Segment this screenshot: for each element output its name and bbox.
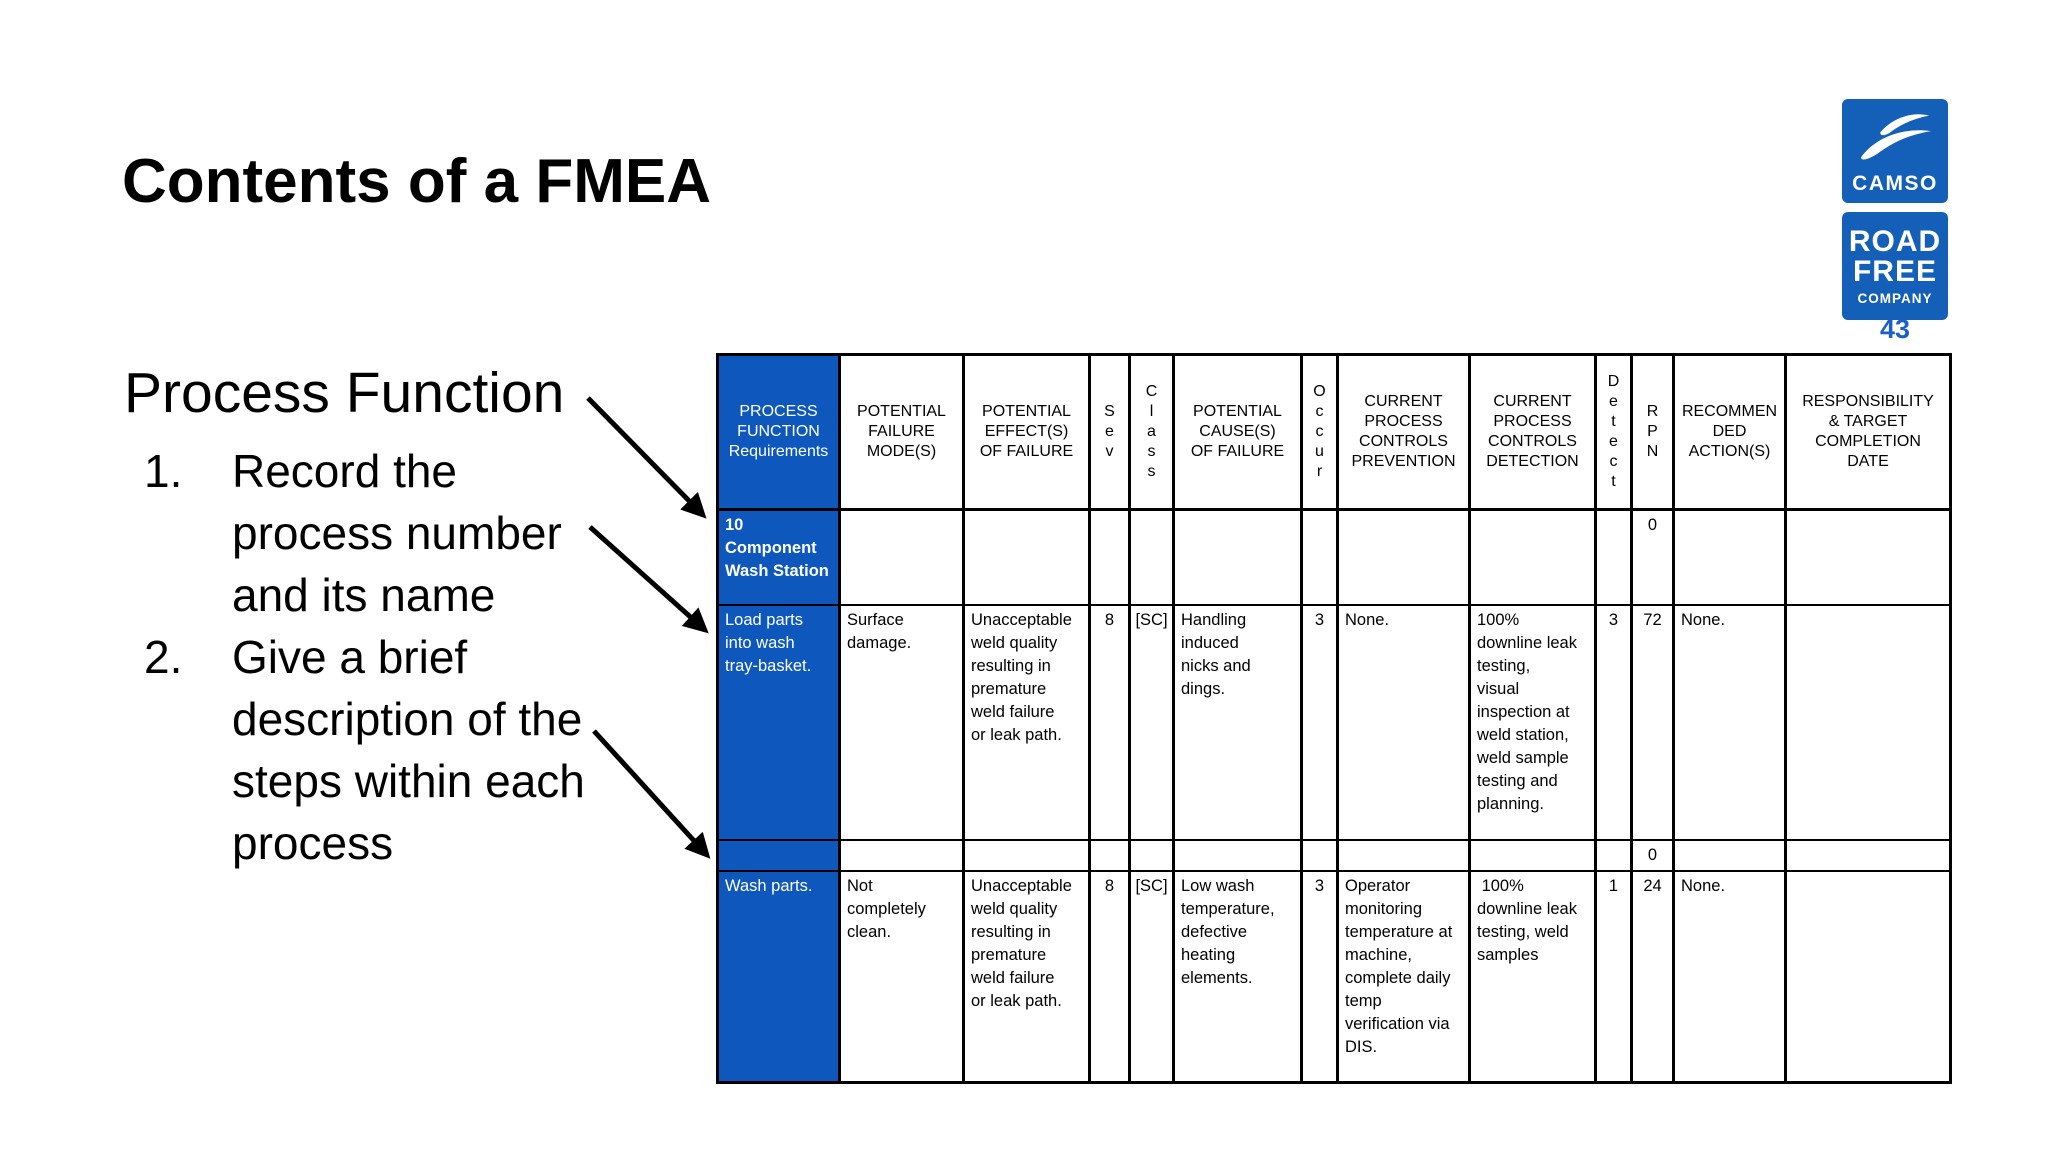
table-cell-r2-c6: Handling induced nicks and dings. bbox=[1172, 603, 1303, 841]
table-cell-r1-c6 bbox=[1172, 508, 1303, 606]
table-cell-r4-c7: 3 bbox=[1300, 869, 1339, 1084]
table-cell-r1-c12 bbox=[1672, 508, 1787, 606]
table-cell-r1-c13 bbox=[1784, 508, 1952, 606]
camso-brand-text: CAMSO bbox=[1852, 172, 1938, 195]
table-header-cell-4: C l a s s bbox=[1128, 353, 1175, 511]
table-cell-r2-c1: Load parts into wash tray-basket. bbox=[716, 603, 841, 841]
table-header-cell-6: O c c u r bbox=[1300, 353, 1339, 511]
table-row-4: Wash parts.Not completely clean.Unaccept… bbox=[716, 869, 1952, 1084]
table-cell-r3-c2 bbox=[838, 838, 965, 872]
table-cell-r4-c6: Low wash temperature, defective heating … bbox=[1172, 869, 1303, 1084]
table-header-cell-12: RESPONSIBILITY & TARGET COMPLETION DATE bbox=[1784, 353, 1952, 511]
table-row-3: 0 bbox=[716, 838, 1952, 872]
table-header-cell-10: R P N bbox=[1630, 353, 1675, 511]
table-cell-r3-c12 bbox=[1672, 838, 1787, 872]
table-cell-r2-c3: Unacceptable weld quality resulting in p… bbox=[962, 603, 1091, 841]
table-header-cell-11: RECOMMEN DED ACTION(S) bbox=[1672, 353, 1787, 511]
table-header-cell-8: CURRENT PROCESS CONTROLS DETECTION bbox=[1468, 353, 1597, 511]
camso-swoosh-icon bbox=[1860, 114, 1931, 160]
table-cell-r2-c4: 8 bbox=[1088, 603, 1131, 841]
table-cell-r3-c3 bbox=[962, 838, 1091, 872]
table-cell-r3-c7 bbox=[1300, 838, 1339, 872]
table-cell-r4-c12: None. bbox=[1672, 869, 1787, 1084]
table-cell-r3-c8 bbox=[1336, 838, 1471, 872]
table-cell-r4-c9: 100% downline leak testing, weld samples bbox=[1468, 869, 1597, 1084]
table-cell-r2-c2: Surface damage. bbox=[838, 603, 965, 841]
table-header-cell-7: CURRENT PROCESS CONTROLS PREVENTION bbox=[1336, 353, 1471, 511]
table-cell-r4-c13 bbox=[1784, 869, 1952, 1084]
list-item-text: Record the process number and its name bbox=[232, 445, 562, 621]
table-cell-r4-c1: Wash parts. bbox=[716, 869, 841, 1084]
table-cell-r3-c6 bbox=[1172, 838, 1303, 872]
table-cell-r2-c11: 72 bbox=[1630, 603, 1675, 841]
table-cell-r4-c11: 24 bbox=[1630, 869, 1675, 1084]
page-number: 43 bbox=[1879, 314, 1911, 344]
table-header-cell-0: PROCESS FUNCTION Requirements bbox=[716, 353, 841, 511]
table-cell-r2-c13 bbox=[1784, 603, 1952, 841]
badge-line-company: COMPANY bbox=[1857, 290, 1933, 306]
road-free-company-badge: ROAD FREE COMPANY bbox=[1842, 212, 1948, 320]
table-cell-r4-c5: [SC] bbox=[1128, 869, 1175, 1084]
table-cell-r3-c13 bbox=[1784, 838, 1952, 872]
table-cell-r3-c10 bbox=[1594, 838, 1633, 872]
table-cell-r3-c5 bbox=[1128, 838, 1175, 872]
table-header-cell-9: D e t e c t bbox=[1594, 353, 1633, 511]
table-cell-r3-c11: 0 bbox=[1630, 838, 1675, 872]
list-item-number: 1. bbox=[144, 445, 183, 497]
table-header-cell-2: POTENTIAL EFFECT(S) OF FAILURE bbox=[962, 353, 1091, 511]
table-cell-r2-c5: [SC] bbox=[1128, 603, 1175, 841]
table-cell-r4-c3: Unacceptable weld quality resulting in p… bbox=[962, 869, 1091, 1084]
table-cell-r2-c10: 3 bbox=[1594, 603, 1633, 841]
table-cell-r1-c4 bbox=[1088, 508, 1131, 606]
table-cell-r1-c3 bbox=[962, 508, 1091, 606]
table-cell-r1-c2 bbox=[838, 508, 965, 606]
table-cell-r4-c10: 1 bbox=[1594, 869, 1633, 1084]
table-cell-r4-c4: 8 bbox=[1088, 869, 1131, 1084]
table-cell-r2-c12: None. bbox=[1672, 603, 1787, 841]
camso-logo-box: CAMSO bbox=[1842, 99, 1948, 203]
table-row-2: Load parts into wash tray-basket.Surface… bbox=[716, 603, 1952, 841]
table-cell-r4-c8: Operator monitoring temperature at machi… bbox=[1336, 869, 1471, 1084]
badge-line-road: ROAD bbox=[1848, 224, 1942, 258]
table-cell-r3-c4 bbox=[1088, 838, 1131, 872]
table-cell-r2-c7: 3 bbox=[1300, 603, 1339, 841]
list-item-number: 2. bbox=[144, 631, 183, 683]
table-cell-r1-c11: 0 bbox=[1630, 508, 1675, 606]
process-function-heading: Process Function bbox=[124, 361, 565, 425]
table-cell-r3-c9 bbox=[1468, 838, 1597, 872]
table-cell-r1-c7 bbox=[1300, 508, 1339, 606]
table-cell-r1-c10 bbox=[1594, 508, 1633, 606]
table-cell-r1-c1: 10 Component Wash Station bbox=[716, 508, 841, 606]
table-cell-r2-c8: None. bbox=[1336, 603, 1471, 841]
table-cell-r3-c1 bbox=[716, 838, 841, 872]
camso-logo: CAMSO ROAD FREE COMPANY bbox=[1842, 99, 1948, 320]
process-function-item-2: 2. Give a brief description of the steps … bbox=[144, 626, 624, 874]
table-header-cell-3: S e v bbox=[1088, 353, 1131, 511]
table-header-cell-1: POTENTIAL FAILURE MODE(S) bbox=[838, 353, 965, 511]
list-item-text: Give a brief description of the steps wi… bbox=[232, 631, 585, 869]
table-cell-r2-c9: 100% downline leak testing, visual inspe… bbox=[1468, 603, 1597, 841]
process-function-item-1: 1. Record the process number and its name bbox=[144, 440, 624, 626]
table-cell-r1-c5 bbox=[1128, 508, 1175, 606]
badge-line-free: FREE bbox=[1852, 255, 1937, 289]
table-cell-r1-c9 bbox=[1468, 508, 1597, 606]
table-cell-r4-c2: Not completely clean. bbox=[838, 869, 965, 1084]
table-row-1: 10 Component Wash Station 0 bbox=[716, 508, 1952, 606]
table-header-cell-5: POTENTIAL CAUSE(S) OF FAILURE bbox=[1172, 353, 1303, 511]
process-function-list: 1. Record the process number and its name… bbox=[144, 440, 624, 874]
table-cell-r1-c8 bbox=[1336, 508, 1471, 606]
page-title: Contents of a FMEA bbox=[122, 147, 711, 216]
